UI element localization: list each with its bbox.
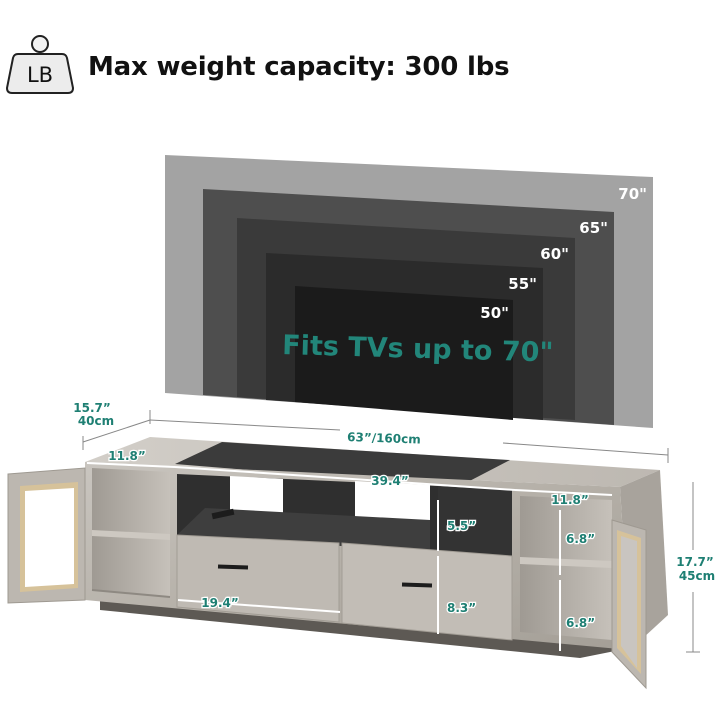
component-dimensions bbox=[86, 462, 613, 651]
tv-stand bbox=[7, 437, 668, 690]
drawer-height-label: 8.3” bbox=[447, 601, 476, 615]
center-width-label: 39.4” bbox=[371, 474, 409, 488]
width-label: 63”/160cm bbox=[347, 430, 421, 447]
tv-size-chart: 70" 65" 60" 55" 50" Fits TVs up to 70" bbox=[165, 155, 653, 428]
height-inches-label: 17.7” bbox=[676, 555, 714, 569]
weight-icon-label: LB bbox=[27, 63, 53, 87]
open-shelf-height-label: 5.5” bbox=[447, 519, 476, 533]
tv-size-label-65: 65" bbox=[579, 219, 608, 237]
height-cm-label: 45cm bbox=[679, 569, 715, 583]
right-cabinet-width-label: 11.8” bbox=[551, 493, 589, 507]
overall-dimensions: 15.7” 40cm 63”/160cm 17.7” 45cm bbox=[73, 401, 715, 653]
drawer-right-handle bbox=[401, 582, 433, 588]
drawer-right bbox=[341, 542, 513, 641]
right-glass-door[interactable] bbox=[611, 519, 647, 690]
tv-size-label-70: 70" bbox=[618, 185, 647, 203]
tv-size-label-50: 50" bbox=[480, 304, 509, 322]
left-glass-door[interactable] bbox=[7, 467, 86, 604]
cabinet-upper-height-label: 6.8” bbox=[566, 532, 595, 546]
drawer-left-handle bbox=[217, 564, 249, 570]
drawer-left bbox=[176, 534, 340, 623]
weight-lb-icon: LB bbox=[5, 32, 75, 96]
tv-size-label-60: 60" bbox=[540, 245, 569, 263]
right-cabinet-opening bbox=[520, 496, 612, 640]
stand-top-center bbox=[175, 442, 510, 487]
left-cabinet-width-label: 11.8” bbox=[108, 449, 146, 463]
depth-cm-label: 40cm bbox=[78, 414, 114, 428]
tv-size-label-55: 55" bbox=[508, 275, 537, 293]
cabinet-lower-height-label: 6.8” bbox=[566, 616, 595, 630]
tv-fit-caption: Fits TVs up to 70" bbox=[282, 330, 554, 369]
depth-inches-label: 15.7” bbox=[73, 401, 111, 415]
page-title: Max weight capacity: 300 lbs bbox=[88, 52, 510, 82]
drawer-width-label: 19.4” bbox=[201, 596, 239, 610]
tv-panel-50 bbox=[295, 286, 513, 420]
